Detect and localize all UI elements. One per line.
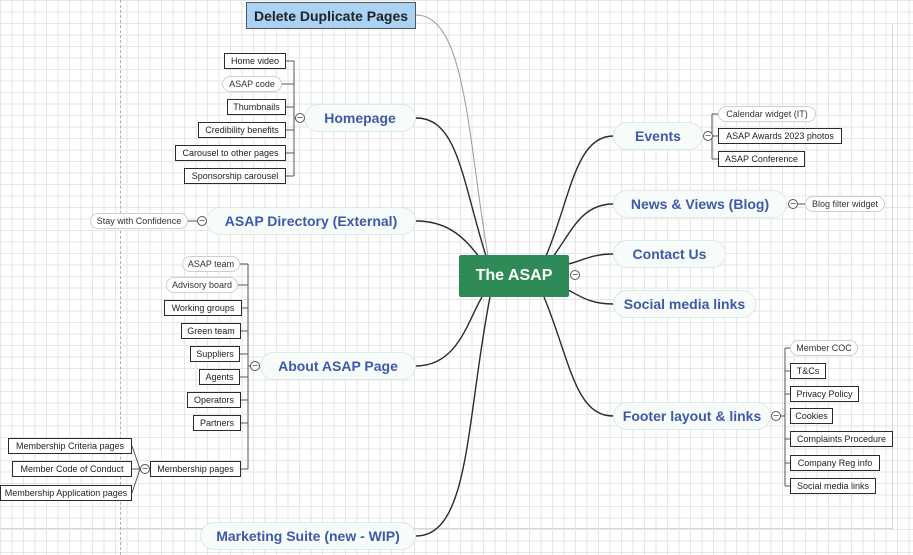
subtopic-partners[interactable]: Partners: [193, 415, 241, 431]
subtopic-blog-filter-widget[interactable]: Blog filter widget: [805, 196, 885, 212]
topic-news-views-blog[interactable]: News & Views (Blog): [613, 190, 787, 218]
canvas-edge: [0, 528, 893, 529]
page-break-line: [120, 0, 121, 555]
subtopic-member-coc[interactable]: Member COC: [790, 340, 858, 356]
link-contact: [567, 253, 614, 265]
subtopic-company-reg-info[interactable]: Company Reg info: [790, 455, 880, 471]
collapse-toggle-events[interactable]: −: [703, 131, 713, 141]
link-events: [545, 135, 614, 257]
link-social: [567, 289, 614, 305]
subtopic-credibility-benefits[interactable]: Credibility benefits: [198, 122, 286, 138]
topic-about-asap-page[interactable]: About ASAP Page: [260, 352, 416, 380]
subtopic-membership-pages[interactable]: Membership pages: [150, 461, 241, 477]
topic-contact-us[interactable]: Contact Us: [613, 240, 726, 268]
subtopic-stay-with-confidence[interactable]: Stay with Confidence: [90, 213, 188, 229]
subtopic-asap-team[interactable]: ASAP team: [182, 256, 240, 272]
topic-events[interactable]: Events: [613, 122, 703, 150]
subtopic-member-code-of-conduct[interactable]: Member Code of Conduct: [12, 461, 132, 477]
link-about: [415, 296, 483, 367]
subtopic-asap-awards-photos[interactable]: ASAP Awards 2023 photos: [718, 128, 842, 144]
subtopic-asap-code[interactable]: ASAP code: [222, 76, 282, 92]
subtopic-thumbnails[interactable]: Thumbnails: [227, 99, 286, 115]
link-marketing: [415, 296, 491, 537]
subtopic-tcs[interactable]: T&Cs: [790, 363, 826, 379]
central-topic-the-asap[interactable]: The ASAP: [459, 255, 569, 297]
canvas-edge: [892, 24, 893, 529]
subtopic-membership-criteria[interactable]: Membership Criteria pages: [8, 438, 132, 454]
subtopic-working-groups[interactable]: Working groups: [164, 300, 242, 316]
subtopic-suppliers[interactable]: Suppliers: [190, 346, 240, 362]
subtopic-membership-application[interactable]: Membership Application pages: [0, 485, 132, 501]
topic-marketing-suite[interactable]: Marketing Suite (new - WIP): [200, 522, 416, 550]
subtopic-green-team[interactable]: Green team: [181, 323, 241, 339]
subtopic-home-video[interactable]: Home video: [224, 53, 286, 69]
topic-asap-directory[interactable]: ASAP Directory (External): [206, 207, 416, 235]
subtopic-sponsorship-carousel[interactable]: Sponsorship carousel: [184, 168, 286, 184]
subtopic-asap-conference[interactable]: ASAP Conference: [718, 151, 805, 167]
link-footer: [543, 296, 614, 417]
topic-social-media-links[interactable]: Social media links: [613, 290, 756, 318]
topic-homepage[interactable]: Homepage: [304, 104, 416, 132]
link-news: [551, 203, 614, 259]
collapse-toggle-footer[interactable]: −: [771, 411, 781, 421]
subtopic-carousel-other-pages[interactable]: Carousel to other pages: [175, 145, 286, 161]
delete-duplicate-pages-node[interactable]: Delete Duplicate Pages: [246, 2, 416, 29]
collapse-toggle-root[interactable]: −: [570, 270, 580, 280]
link-directory: [415, 220, 481, 259]
collapse-toggle-directory[interactable]: −: [197, 216, 207, 226]
topic-footer-layout-links[interactable]: Footer layout & links: [613, 402, 771, 430]
collapse-toggle-about[interactable]: −: [250, 361, 260, 371]
subtopic-advisory-board[interactable]: Advisory board: [166, 277, 238, 293]
subtopic-complaints-procedure[interactable]: Complaints Procedure: [790, 431, 893, 447]
subtopic-operators[interactable]: Operators: [187, 392, 241, 408]
subtopic-agents[interactable]: Agents: [199, 369, 240, 385]
link-flag: [415, 14, 489, 257]
collapse-toggle-membership[interactable]: −: [140, 464, 150, 474]
subtopic-footer-social-media-links[interactable]: Social media links: [790, 478, 876, 494]
link-homepage: [415, 117, 487, 257]
subtopic-cookies[interactable]: Cookies: [790, 408, 833, 424]
subtopic-calendar-widget[interactable]: Calendar widget (IT): [718, 106, 816, 122]
subtopic-privacy-policy[interactable]: Privacy Policy: [790, 386, 859, 402]
collapse-toggle-news[interactable]: −: [788, 199, 798, 209]
collapse-toggle-homepage[interactable]: −: [295, 113, 305, 123]
